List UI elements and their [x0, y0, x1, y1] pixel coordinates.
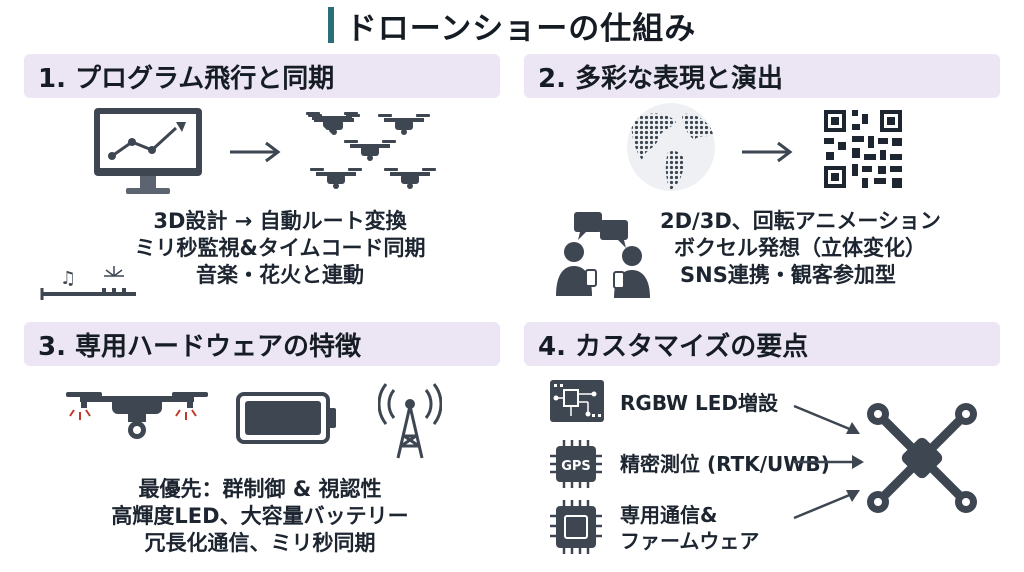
svg-text:♫: ♫ — [60, 268, 76, 289]
signal-tower-icon — [378, 380, 442, 460]
page-title-wrap: ドローンショーの仕組み — [0, 4, 1024, 47]
processor-chip-icon — [550, 500, 606, 554]
drone-with-camera-icon — [66, 384, 208, 446]
section-1-heading: 1. プログラム飛行と同期 — [24, 54, 500, 98]
arrow-right-icon — [228, 140, 282, 164]
gps-chip-icon: GPS — [550, 440, 606, 488]
section-1-line-2: ミリ秒監視&タイムコード同期 — [134, 236, 426, 260]
section-3-text: 最優先：群制御 & 視認性 高輝度LED、大容量バッテリー 冗長化通信、ミリ秒同… — [70, 476, 450, 557]
customize-item-2-label: 精密測位 (RTK/UWB) — [620, 452, 830, 476]
section-2-line-3: SNS連携・観客参加型 — [680, 263, 896, 287]
drone-swarm-icon — [306, 108, 442, 194]
section-3-line-3: 冗長化通信、ミリ秒同期 — [144, 531, 376, 555]
music-fireworks-timeline-icon: ♫ — [40, 262, 140, 302]
section-4-heading: 4. カスタマイズの要点 — [524, 322, 1000, 366]
quadcopter-drone-icon — [862, 398, 982, 518]
title-accent-bar — [327, 7, 334, 43]
section-1-line-3: 音楽・花火と連動 — [196, 263, 364, 287]
gps-chip-text: GPS — [561, 459, 591, 474]
people-chat-icon — [552, 210, 664, 300]
section-1-text: 3D設計 → 自動ルート変換 ミリ秒監視&タイムコード同期 音楽・花火と連動 — [100, 208, 460, 289]
arrow-right-icon-2 — [740, 140, 794, 164]
page-title: ドローンショーの仕組み — [345, 10, 697, 47]
customize-item-1-label: RGBW LED増設 — [620, 391, 778, 415]
section-2-text: 2D/3D、回転アニメーション ボクセル発想（立体変化） SNS連携・観客参加型 — [660, 208, 1000, 289]
circuit-board-icon — [548, 378, 606, 424]
monitor-chart-icon — [92, 106, 204, 198]
qr-code-icon — [822, 108, 904, 190]
section-2-line-1: 2D/3D、回転アニメーション — [660, 209, 941, 233]
customize-item-3-label: 専用通信& ファームウェア — [620, 503, 760, 553]
section-3-heading: 3. 専用ハードウェアの特徴 — [24, 322, 500, 366]
battery-full-icon — [236, 392, 340, 444]
section-2-heading: 2. 多彩な表現と演出 — [524, 54, 1000, 98]
section-3-line-2: 高輝度LED、大容量バッテリー — [111, 504, 409, 528]
converging-arrows-icon — [790, 388, 870, 538]
globe-icon — [624, 100, 718, 194]
section-1-line-1: 3D設計 → 自動ルート変換 — [153, 209, 407, 233]
section-2-line-2: ボクセル発想（立体変化） — [674, 236, 926, 260]
section-3-line-1: 最優先：群制御 & 視認性 — [138, 477, 382, 501]
